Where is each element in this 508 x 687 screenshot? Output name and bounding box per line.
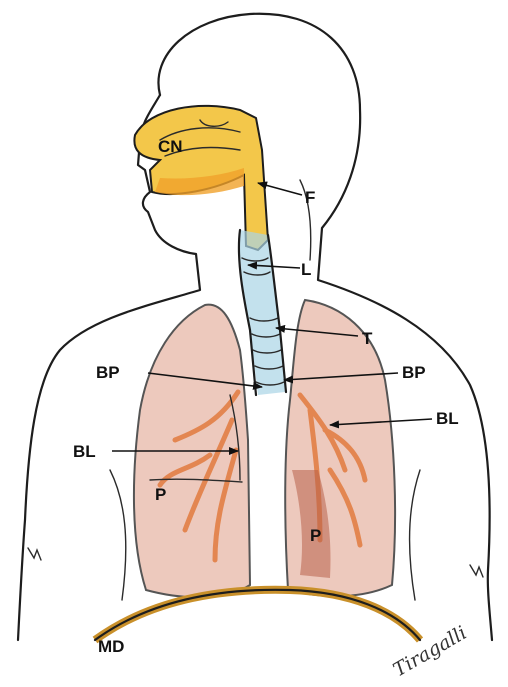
label-p-right: P bbox=[310, 526, 321, 545]
label-p-left: P bbox=[155, 485, 166, 504]
label-bl-left: BL bbox=[73, 442, 96, 461]
label-bp-left: BP bbox=[96, 363, 120, 382]
label-f: F bbox=[305, 188, 315, 207]
trachea bbox=[239, 230, 286, 395]
label-bl-right: BL bbox=[436, 409, 459, 428]
artist-signature: Tiragalli bbox=[390, 622, 471, 681]
label-cn: CN bbox=[158, 137, 183, 156]
label-bp-right: BP bbox=[402, 363, 426, 382]
diaphragm bbox=[95, 590, 420, 640]
right-lung bbox=[285, 300, 395, 596]
label-t: T bbox=[362, 329, 373, 348]
label-md: MD bbox=[98, 637, 124, 656]
label-l: L bbox=[301, 260, 311, 279]
